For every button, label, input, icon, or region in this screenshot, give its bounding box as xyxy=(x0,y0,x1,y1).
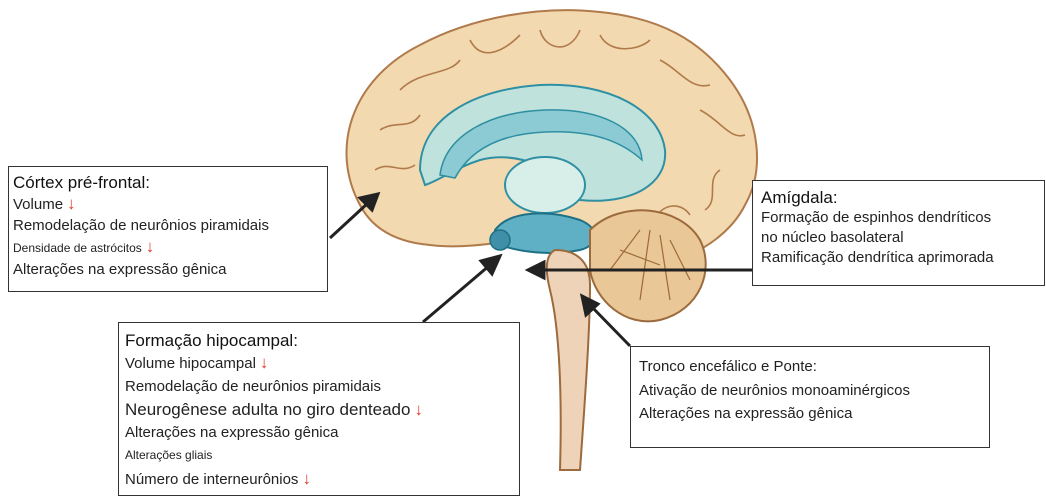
cortex-title: Córtex pré-frontal: xyxy=(13,173,323,193)
brainstem xyxy=(547,250,590,470)
brainstem-item: Ativação de neurônios monoaminérgicos xyxy=(639,381,981,401)
prefrontal-cortex-box: Córtex pré-frontal: Volume↓ Remodelação … xyxy=(8,166,328,292)
cerebellum xyxy=(590,210,706,321)
cortex-item: Alterações na expressão gênica xyxy=(13,259,323,280)
hippocampus-item: Alterações gliais xyxy=(125,444,513,467)
decrease-arrow-icon: ↓ xyxy=(260,353,269,372)
amygdala-item: no núcleo basolateral xyxy=(761,228,1036,248)
thalamus xyxy=(505,157,585,213)
brainstem-title: Tronco encefálico e Ponte: xyxy=(639,357,981,377)
decrease-arrow-icon: ↓ xyxy=(146,237,155,256)
cortex-item: Volume↓ xyxy=(13,193,323,215)
hippocampus-item: Alterações na expressão gênica xyxy=(125,421,513,444)
amygdala-item: Ramificação dendrítica aprimorada xyxy=(761,248,1036,268)
hippocampus xyxy=(495,213,595,252)
decrease-arrow-icon: ↓ xyxy=(302,469,311,488)
amygdala-box: Amígdala: Formação de espinhos dendrític… xyxy=(752,180,1045,286)
hippocampus-item: Remodelação de neurônios piramidais xyxy=(125,375,513,398)
cortex-item: Remodelação de neurônios piramidais xyxy=(13,215,323,236)
decrease-arrow-icon: ↓ xyxy=(67,194,76,213)
hippocampus-item: Volume hipocampal↓ xyxy=(125,351,513,375)
decrease-arrow-icon: ↓ xyxy=(414,400,423,419)
amygdala xyxy=(490,230,510,250)
amygdala-item: Formação de espinhos dendríticos xyxy=(761,208,1036,228)
brainstem-item: Alterações na expressão gênica xyxy=(639,404,981,424)
hippocampus-item: Neurogênese adulta no giro denteado↓ xyxy=(125,398,513,421)
brainstem-pons-box: Tronco encefálico e Ponte: Ativação de n… xyxy=(630,346,990,448)
hippocampus-item: Número de interneurônios↓ xyxy=(125,467,513,491)
cortex-item: Densidade de astrócitos↓ xyxy=(13,236,323,259)
hippocampus-title: Formação hipocampal: xyxy=(125,331,513,351)
hippocampal-formation-box: Formação hipocampal: Volume hipocampal↓ … xyxy=(118,322,520,496)
amygdala-title: Amígdala: xyxy=(761,188,1036,208)
